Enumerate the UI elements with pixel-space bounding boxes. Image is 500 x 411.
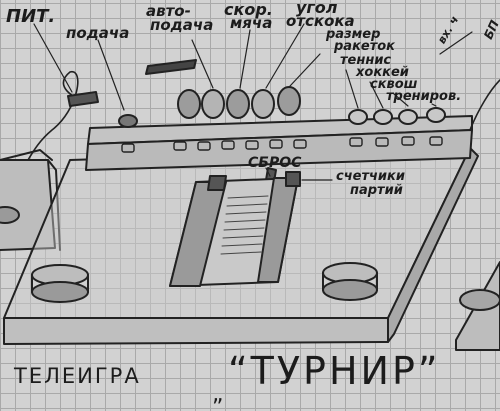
score-counters — [169, 171, 301, 287]
label-power: ПИТ. — [6, 6, 56, 27]
label-hockey: хоккей — [356, 65, 409, 80]
label-paddle-size-2: ракеток — [334, 39, 396, 54]
label-ball-speed-1: скор. — [224, 0, 273, 19]
joystick-icon[interactable] — [31, 264, 89, 303]
title-prefix: ТЕЛЕИГРА — [14, 364, 141, 388]
joystick-icon[interactable] — [322, 262, 378, 301]
panel-indicators — [121, 136, 443, 153]
title-name: “ТУРНИР” — [228, 349, 441, 393]
label-ball-speed-2: мяча — [230, 14, 273, 32]
label-training: трениров. — [386, 89, 462, 104]
game-select-button-icon[interactable] — [348, 107, 446, 125]
label-paddle-size-1: размер — [326, 27, 381, 42]
vent-slot — [145, 59, 197, 75]
label-squash: сквош — [370, 77, 418, 92]
knob-icon[interactable] — [118, 114, 138, 128]
psu-cable — [469, 79, 500, 131]
power-plug — [67, 91, 99, 107]
console-side-face — [387, 147, 479, 343]
console-front-face — [3, 317, 389, 345]
power-cable — [27, 71, 81, 161]
label-auto-2: подача — [150, 16, 214, 34]
label-tennis: теннис — [340, 53, 392, 68]
pointer-lines — [33, 23, 473, 181]
label-reset: СБРОС — [248, 155, 302, 171]
right-joystick-unit — [455, 261, 500, 351]
label-counters-2: партий — [350, 183, 403, 198]
label-serve: подача — [66, 24, 130, 42]
slider-icon[interactable] — [177, 86, 301, 119]
quote-mark: „ — [212, 382, 224, 407]
label-counters-1: счетчики — [336, 169, 405, 184]
label-angle-1: угол — [296, 0, 338, 17]
label-auto-1: авто- — [146, 2, 191, 20]
label-angle-2: отскока — [286, 12, 355, 30]
